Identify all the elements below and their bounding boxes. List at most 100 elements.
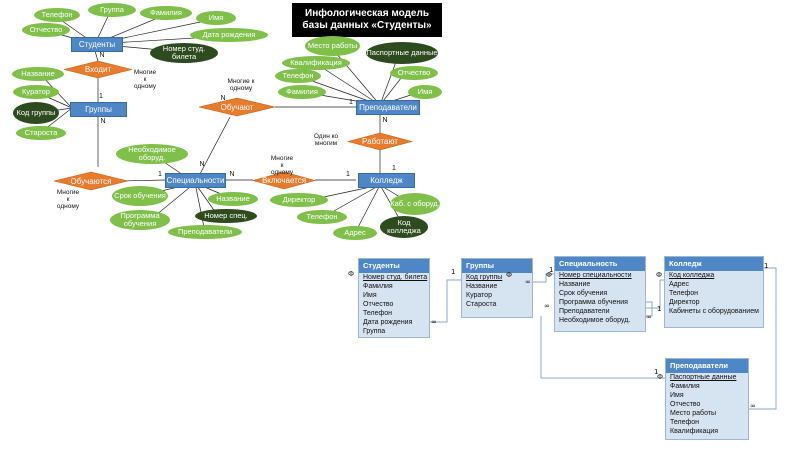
note-one-to-many: Один ко многим — [313, 133, 339, 148]
cardinality-n: N — [382, 117, 388, 124]
table-teachers-title: Преподаватели — [666, 359, 748, 373]
attr-director: Директор — [270, 193, 328, 207]
cardinality-n: N — [100, 118, 106, 125]
table-specialty-title: Специальность — [555, 257, 645, 271]
table-students-row: Группа — [363, 328, 386, 335]
one-mark: 1 — [654, 368, 659, 376]
cardinality-one: 1 — [392, 165, 396, 172]
attr-duration: Срок обучения — [112, 186, 168, 206]
table-groups-row: Код группы — [466, 274, 503, 281]
table-students-row: Дата рождения — [363, 319, 413, 326]
one-mark: 1 — [451, 268, 456, 276]
attr-group: Группа — [88, 3, 136, 17]
key-mark: Ф — [506, 271, 513, 279]
cardinality-one: 1 — [349, 99, 353, 106]
table-students-row: Телефон — [363, 310, 393, 317]
attr-spec-teachers: Преподаватели — [168, 225, 242, 239]
diagram-title: Инфологическая модель базы данных «Студе… — [292, 3, 442, 37]
relation-works-shape — [346, 132, 414, 151]
table-groups: Группы Код группы Название Куратор Старо… — [461, 258, 533, 318]
attr-qualification: Квалификация — [282, 56, 350, 70]
attr-equipment: Необходимое оборуд. — [116, 144, 188, 164]
table-college: Колледж Код колледжа Адрес Телефон Дирек… — [664, 256, 764, 328]
table-teachers-row: Квалификация — [670, 428, 719, 435]
attr-teacher-phone: Телефон — [275, 69, 321, 83]
relation-enters-shape — [63, 60, 133, 79]
attr-name: Имя — [196, 11, 236, 25]
table-students-row: Имя — [363, 292, 377, 299]
attr-teacher-patronymic: Отчество — [390, 66, 438, 80]
table-groups-row: Куратор — [466, 292, 493, 299]
relation-enters: Входит — [84, 65, 112, 74]
table-teachers-row: Отчество — [670, 401, 701, 408]
entity-groups: Группы — [70, 102, 127, 117]
table-teachers: Преподаватели Паспортные данные Фамилия … — [665, 358, 749, 440]
table-students-title: Студенты — [359, 259, 429, 273]
table-college-row: Код колледжа — [669, 272, 715, 279]
table-students: Студенты Номер студ. билета Фамилия Имя … — [358, 258, 430, 338]
table-teachers-row: Паспортные данные — [670, 374, 737, 381]
table-groups-row: Название — [466, 283, 498, 290]
key-mark: Ф — [656, 271, 663, 279]
table-students-row: Отчество — [363, 301, 394, 308]
cardinality-n: N — [229, 171, 235, 178]
cardinality-one: 1 — [346, 171, 350, 178]
attr-program: Программа обучения — [110, 210, 170, 230]
table-teachers-row: Телефон — [670, 419, 700, 426]
attr-teacher-name: Имя — [408, 85, 442, 99]
table-specialty-row: Программа обучения — [559, 299, 628, 306]
attr-spec-name: Название — [208, 192, 258, 206]
one-mark: 1 — [549, 266, 554, 274]
table-college-row: Директор — [669, 299, 700, 306]
one-mark: 1 — [657, 305, 662, 313]
many-mark: ∞ — [544, 302, 550, 310]
cardinality-n: N — [199, 161, 205, 168]
table-college-row: Кабинеты с оборудованием — [669, 308, 759, 315]
relation-teach-shape — [198, 97, 276, 117]
attr-patronymic: Отчество — [22, 23, 70, 37]
table-students-row: Номер студ. билета — [363, 274, 428, 281]
relation-studies-in: Обучаются — [70, 177, 112, 186]
attr-headman: Староста — [16, 126, 66, 140]
attr-curator: Куратор — [13, 85, 59, 99]
many-mark: ∞ — [431, 318, 437, 326]
table-college-row: Телефон — [669, 290, 699, 297]
cardinality-n: N — [220, 95, 226, 102]
key-mark: Ф — [657, 373, 664, 381]
table-specialty-row: Преподаватели — [559, 308, 610, 315]
note-many-to-one-2: Многие к одному — [227, 78, 255, 93]
entity-specialty: Специальности — [165, 173, 226, 188]
cardinality-one: 1 — [99, 93, 103, 100]
many-mark: ∞ — [525, 278, 531, 286]
note-many-to-one-1: Многие к одному — [133, 69, 157, 91]
entity-students: Студенты — [71, 37, 123, 52]
table-specialty-row: Номер специальности — [559, 272, 632, 279]
attr-group-code: Код группы — [13, 102, 59, 124]
table-college-title: Колледж — [665, 257, 763, 271]
table-groups-row: Староста — [466, 301, 497, 308]
table-specialty-row: Название — [559, 281, 591, 288]
key-mark: Ф — [348, 270, 355, 278]
relation-works: Работают — [362, 137, 398, 146]
table-students-row: Фамилия — [363, 283, 393, 290]
attr-college-phone: Телефон — [297, 210, 347, 224]
one-mark: 1 — [764, 262, 769, 270]
many-mark: ∞ — [750, 402, 756, 410]
table-teachers-row: Имя — [670, 392, 684, 399]
cardinality-n: N — [99, 52, 105, 59]
attr-college-code: Код колледжа — [380, 216, 428, 238]
relation-teach: Обучают — [220, 103, 254, 112]
attr-cabinet: Каб. с оборуд. — [390, 193, 440, 215]
entity-college: Колледж — [358, 173, 415, 188]
attr-surname: Фамилия — [140, 6, 192, 20]
relation-studies-in-shape — [53, 171, 129, 191]
table-specialty-row: Необходимое оборуд. — [559, 317, 631, 324]
attr-student-no: Номер студ. билета — [150, 43, 218, 63]
table-college-row: Адрес — [669, 281, 690, 288]
attr-teacher-surname: Фамилия — [278, 85, 326, 99]
attr-spec-no: Номер спец. — [195, 209, 257, 223]
table-specialty-row: Срок обучения — [559, 290, 608, 297]
note-many-to-one-4: Многие к одному — [270, 155, 294, 177]
table-groups-title: Группы — [462, 259, 532, 273]
attr-group-name: Название — [12, 67, 64, 81]
